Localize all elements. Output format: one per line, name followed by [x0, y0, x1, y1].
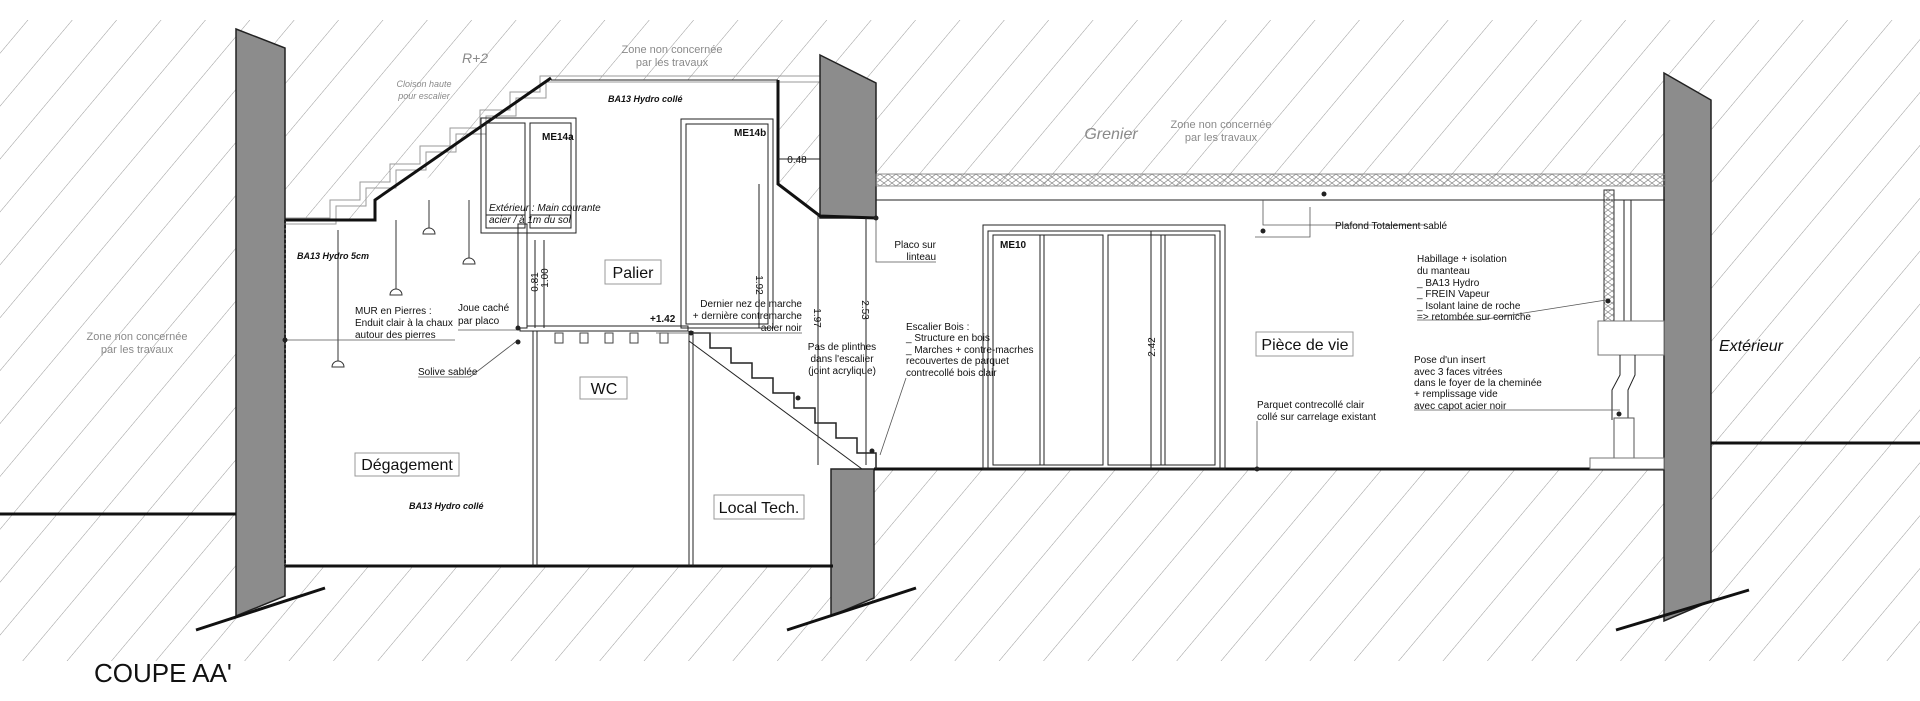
- zone-top-line2: par les travaux: [636, 57, 709, 69]
- room-box: [579, 376, 628, 400]
- note-placo-2: linteau: [907, 252, 936, 263]
- note-mur-2: Enduit clair à la chaux: [355, 318, 453, 329]
- palier-wall: [776, 80, 877, 220]
- level-exterieur: Extérieur: [1719, 338, 1784, 355]
- note-plinthes-3: (joint acrylique): [808, 366, 876, 377]
- note-habillage-3: _ BA13 Hydro: [1416, 278, 1480, 289]
- note-dernier-3: acier noir: [761, 323, 803, 334]
- room-piece-de-vie: Pièce de vie: [1261, 337, 1348, 354]
- room-box: [1255, 331, 1354, 357]
- note-ba13-bottom: BA13 Hydro collé: [409, 501, 484, 511]
- note-insert-3: dans le foyer de la cheminée: [1414, 378, 1542, 389]
- note-insert-1: Pose d'un insert: [1414, 355, 1486, 366]
- tag-me14b: ME14b: [734, 128, 766, 139]
- note-dernier-2: + dernière contremarche: [693, 311, 803, 322]
- room-degagement: Dégagement: [361, 457, 453, 474]
- note-habillage-1: Habillage + isolation: [1417, 254, 1507, 265]
- note-dernier-1: Dernier nez de marche: [700, 299, 802, 310]
- drawing-title: COUPE AA': [94, 658, 232, 688]
- note-cloison-2: pour escalier: [397, 91, 451, 101]
- note-escalier-3: _ Marches + contre-macrhes: [905, 345, 1034, 356]
- tag-me10: ME10: [1000, 240, 1027, 251]
- note-escalier-4: recouvertes de parquet: [906, 356, 1009, 367]
- note-insert-5: avec capot acier noir: [1414, 401, 1507, 412]
- ceiling-insulation: [875, 173, 1666, 187]
- note-escalier-2: _ Structure en bois: [905, 333, 990, 344]
- note-parquet-1: Parquet contrecollé clair: [1257, 400, 1365, 411]
- fireplace: [1589, 189, 1665, 470]
- interior-right: [876, 186, 1665, 469]
- note-habillage-2: du manteau: [1417, 266, 1470, 277]
- break-line: [786, 586, 917, 632]
- note-ba13-5cm: BA13 Hydro 5cm: [297, 251, 369, 261]
- dim-192: 1.92: [753, 275, 764, 295]
- note-habillage-5: _ Isolant laine de roche: [1416, 301, 1521, 312]
- note-escalier-5: contrecollé bois clair: [906, 368, 997, 379]
- dim-048: 0.48: [787, 155, 807, 166]
- note-insert-4: + remplissage vide: [1414, 389, 1498, 400]
- zone-grenier-line1: Zone non concernée: [1171, 119, 1272, 131]
- dim-197: 1.97: [811, 308, 822, 328]
- note-plafond: Plafond Totalement sablé: [1335, 221, 1448, 232]
- wood-stair: [689, 332, 877, 469]
- dim-100: 1.00: [540, 268, 551, 288]
- level-142: +1.42: [650, 314, 676, 325]
- upper-stair: [285, 75, 820, 219]
- zone-top-line1: Zone non concernée: [622, 44, 723, 56]
- dim-081: 0.81: [530, 272, 541, 292]
- window-me14b: [680, 118, 774, 329]
- leader-lines: [285, 200, 1620, 469]
- note-insert-2: avec 3 faces vitrées: [1414, 367, 1502, 378]
- lower-middle-wall: [830, 468, 875, 618]
- note-plinthes-1: Pas de plinthes: [808, 342, 876, 353]
- note-main-courante-1: Extérieur : Main courante: [489, 203, 601, 214]
- tag-me14a: ME14a: [542, 132, 574, 143]
- note-habillage-4: _ FREIN Vapeur: [1416, 289, 1490, 300]
- stair-stringer: [688, 340, 863, 470]
- room-box: [354, 452, 460, 477]
- palier-floor: [519, 325, 689, 332]
- pendant-lamps: [331, 200, 476, 368]
- note-mur-1: MUR en Pierres :: [355, 306, 432, 317]
- note-joue-2: par placo: [458, 316, 500, 327]
- note-mur-3: autour des pierres: [355, 330, 436, 341]
- window-me10: [982, 224, 1226, 470]
- right-wall: [1663, 71, 1712, 623]
- room-box: [713, 494, 805, 520]
- break-line: [195, 586, 326, 632]
- upper-middle-wall: [819, 53, 877, 219]
- dimension-lines: [534, 158, 1152, 469]
- note-joue-1: Joue caché: [458, 303, 510, 314]
- note-cloison-1: Cloison haute: [396, 79, 451, 89]
- window-me14a: [480, 117, 577, 234]
- handrail-post: [517, 223, 528, 329]
- note-solive: Solive sablée: [418, 367, 478, 378]
- room-wc: WC: [591, 381, 618, 398]
- note-escalier-1: Escalier Bois :: [906, 322, 969, 333]
- break-line: [1615, 588, 1750, 632]
- dim-242: 2.42: [1147, 337, 1158, 357]
- note-habillage-6: => retombée sur corniche: [1417, 312, 1531, 323]
- level-r2: R+2: [462, 50, 488, 66]
- zone-left-line2: par les travaux: [101, 344, 174, 356]
- note-ba13-top: BA13 Hydro collé: [608, 94, 683, 104]
- room-local-tech: Local Tech.: [719, 500, 800, 517]
- note-parquet-2: collé sur carrelage existant: [1257, 412, 1376, 423]
- sloped-partition: [285, 76, 552, 222]
- room-box: [604, 259, 662, 285]
- zone-left-line1: Zone non concernée: [87, 331, 188, 343]
- note-plinthes-2: dans l'escalier: [810, 354, 874, 365]
- zone-grenier-line2: par les travaux: [1185, 132, 1258, 144]
- interior-left: [285, 80, 876, 566]
- room-palier: Palier: [613, 265, 655, 282]
- note-placo-1: Placo sur: [894, 240, 936, 251]
- leader-dots: [282, 191, 1622, 472]
- dim-253: 2.53: [859, 300, 870, 320]
- left-wall: [235, 27, 286, 618]
- note-main-courante-2: acier / à 1m du sol: [489, 215, 571, 226]
- level-grenier: Grenier: [1084, 126, 1138, 143]
